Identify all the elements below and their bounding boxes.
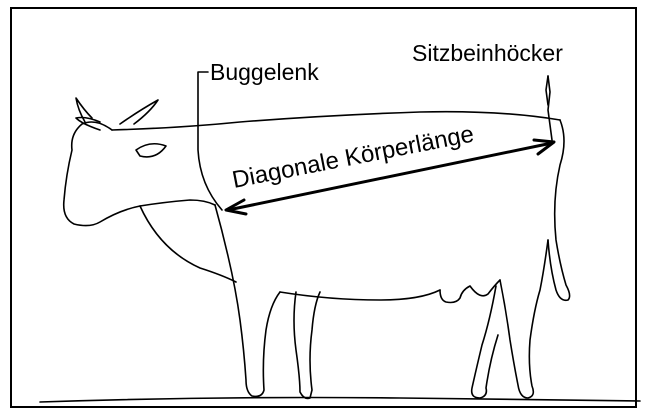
ischial-tuberosity-pointer xyxy=(548,76,552,140)
label-ischial-tuberosity: Sitzbeinhöcker xyxy=(412,40,563,66)
shoulder-joint-pointer xyxy=(198,72,222,210)
ground-line xyxy=(40,398,640,403)
label-shoulder-joint: Buggelenk xyxy=(210,59,319,85)
cow-outline xyxy=(64,76,570,398)
